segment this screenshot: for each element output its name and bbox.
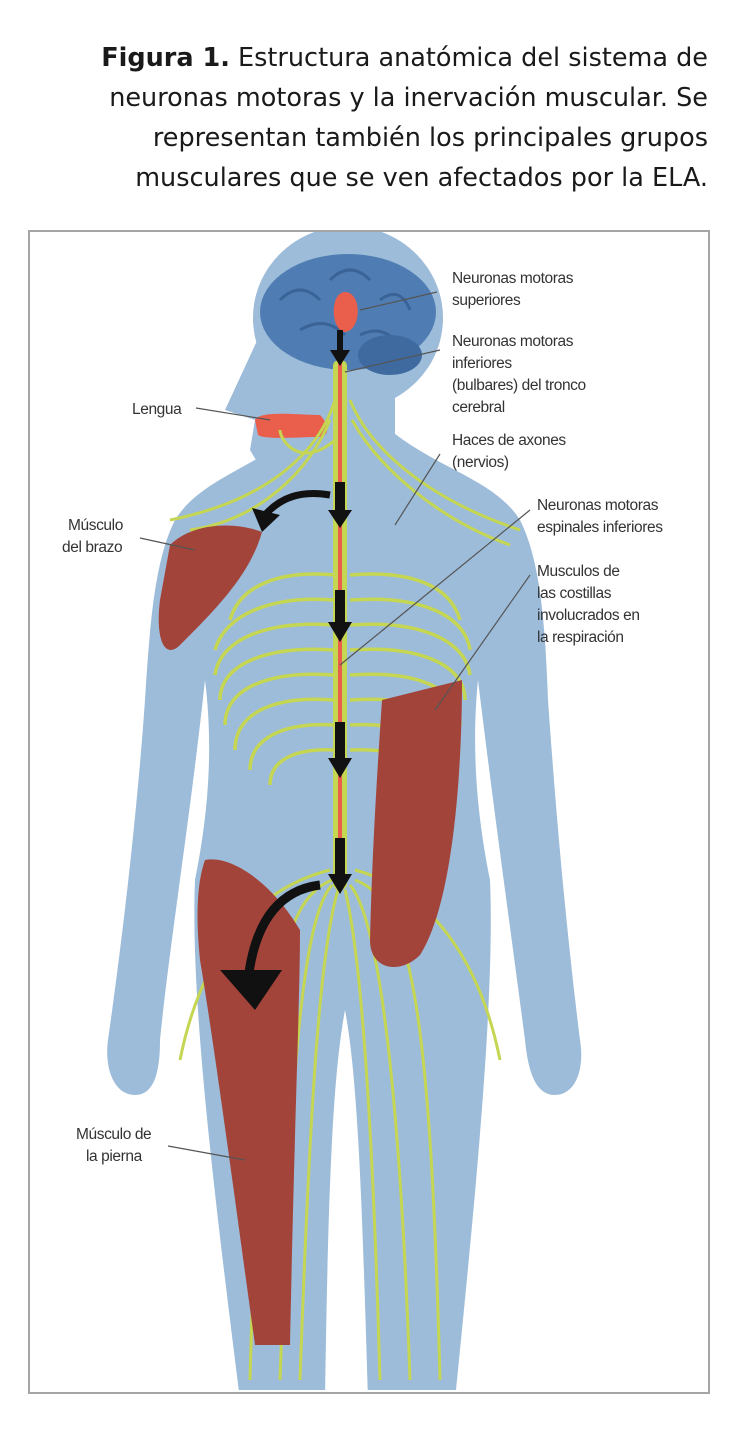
arrow-down-icon — [328, 482, 352, 528]
rib-muscle — [370, 680, 462, 967]
caption-label: Figura 1. — [101, 43, 230, 73]
anatomy-figure-frame — [28, 230, 710, 1394]
label-leader-lines — [139, 291, 531, 1161]
arrow-down-icon — [330, 330, 350, 366]
signal-arrows — [220, 330, 352, 1010]
curved-arrow-arm-icon — [252, 490, 331, 532]
arrow-down-icon — [328, 722, 352, 778]
label-tongue: Lengua — [132, 401, 182, 418]
caption-text: Estructura anatómica del sistema de neur… — [109, 43, 708, 193]
curved-arrow-leg-icon — [220, 880, 321, 1010]
arrow-down-icon — [328, 590, 352, 642]
figure-caption: Figura 1. Estructura anatómica del siste… — [68, 38, 708, 198]
tongue — [255, 413, 328, 438]
label-axon-bundles: Haces de axones(nervios) — [452, 432, 566, 471]
ribs — [213, 572, 472, 786]
arrow-down-icon — [328, 838, 352, 894]
arm-muscle — [158, 525, 262, 650]
brain — [260, 254, 436, 375]
upper-motor-neuron — [333, 292, 358, 332]
